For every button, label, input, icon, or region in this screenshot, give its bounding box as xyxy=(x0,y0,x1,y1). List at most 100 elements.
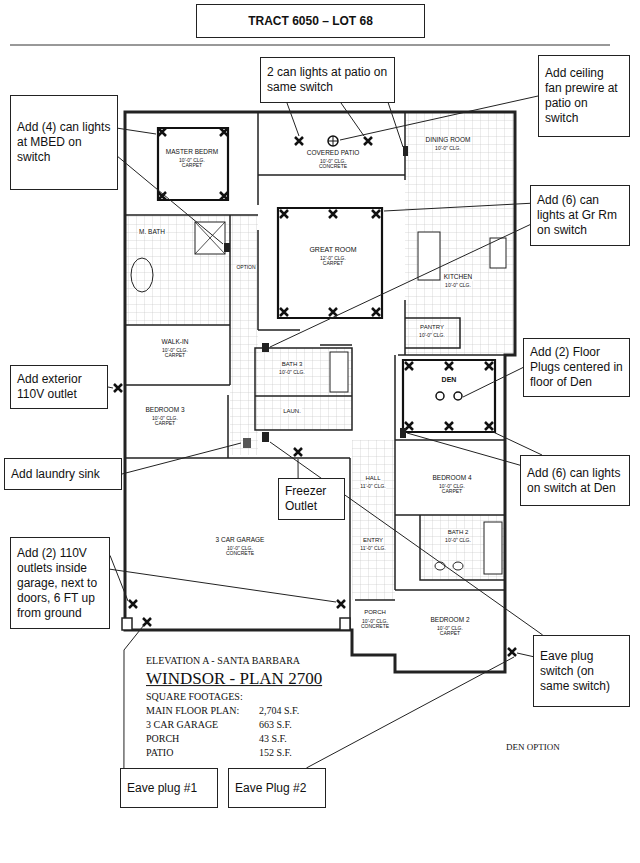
plan-label: BATH 2 xyxy=(447,529,470,535)
switch xyxy=(400,428,406,438)
ceiling-fan xyxy=(328,136,338,146)
plan-label: BEDROOM 2 xyxy=(429,617,470,624)
tile-floor xyxy=(420,515,505,580)
switch xyxy=(262,432,269,442)
leader-line xyxy=(122,443,241,474)
callout-text: Freezer Outlet xyxy=(285,484,338,514)
callout-text: Add (6) can lights on switch at Den xyxy=(527,466,623,496)
callout-text: Add (2) 110V outlets inside garage, next… xyxy=(17,546,103,621)
ceiling-fan-mark xyxy=(328,136,338,146)
plan-label: 663 S.F. xyxy=(258,720,293,731)
callout-text: Eave plug #1 xyxy=(127,781,211,796)
callout-box: Eave Plug #2 xyxy=(228,768,326,808)
tile-floor xyxy=(125,215,230,325)
plan-label: BEDROOM 3 xyxy=(144,407,185,414)
leader-line xyxy=(270,442,543,635)
plan-label: COVERED PATIO xyxy=(306,150,361,157)
leader-line xyxy=(388,103,403,147)
leader-line xyxy=(110,555,128,601)
plan-label: WALK-IN xyxy=(161,339,190,346)
tile-floor xyxy=(352,440,395,600)
plan-label: 2,704 S.F. xyxy=(258,706,300,717)
plan-label: HALL xyxy=(364,475,381,481)
leader-line xyxy=(384,203,530,211)
callout-box: Add (6) can lights at Gr Rm on switch xyxy=(530,185,630,246)
callout-box: Add (4) can lights at MBED on switch xyxy=(10,95,118,190)
callout-box: Freezer Outlet xyxy=(278,478,345,520)
leader-line xyxy=(270,225,530,347)
floor-plug xyxy=(436,392,444,400)
plan-label: DEN OPTION xyxy=(505,743,561,752)
plan-label: 10'-0" CLG. xyxy=(418,333,446,338)
bathtub xyxy=(330,352,348,392)
bathtub xyxy=(131,258,153,292)
leader-line xyxy=(491,431,542,455)
plan-label: DINING ROOM xyxy=(425,137,472,144)
tile-floor xyxy=(255,348,352,430)
callout-box: Add exterior 110V outlet xyxy=(10,365,108,409)
plan-label: 10'-0" CLG. CARPET xyxy=(176,158,208,169)
plan-label: 10'-0" CLG. CONCRETE xyxy=(220,546,260,557)
leader-line xyxy=(108,387,113,388)
title-text: TRACT 6050 – LOT 68 xyxy=(248,14,373,28)
callout-text: Add exterior 110V outlet xyxy=(17,372,101,402)
leader-line xyxy=(287,103,299,136)
leader-line xyxy=(517,653,533,657)
switch xyxy=(403,146,408,156)
plan-label: 10'-0" CLG. CONCRETE xyxy=(358,619,392,630)
plan-label: 11'-0" CLG. xyxy=(359,546,386,551)
plan-label: SQUARE FOOTAGES: xyxy=(145,692,244,703)
leader-line xyxy=(124,625,144,768)
plan-label: 10'-0" CLG. CARPET xyxy=(149,416,181,427)
plan-label: MASTER BEDRM xyxy=(165,149,219,156)
plan-label: 10'-0" CLG. CARPET xyxy=(159,348,191,359)
plan-label: BATH 3 xyxy=(281,361,304,367)
sink xyxy=(453,562,463,570)
plan-label: BEDROOM 4 xyxy=(431,475,472,482)
plan-label: 152 S.F. xyxy=(258,748,293,759)
plan-label: LAUN. xyxy=(282,408,302,414)
leader-line xyxy=(306,657,514,768)
leader-line xyxy=(118,128,156,134)
callout-box: 2 can lights at patio on same switch xyxy=(260,57,395,103)
plan-label: PORCH xyxy=(145,734,180,745)
plan-label: 10'-0" CLG. CONCRETE xyxy=(313,159,353,170)
laundry-sink xyxy=(243,438,251,448)
garage-post xyxy=(340,618,350,630)
callout-text: Add (4) can lights at MBED on switch xyxy=(17,120,111,165)
callout-box: Add ceiling fan prewire at patio on swit… xyxy=(538,55,630,137)
callout-box: Eave plug switch (on same switch) xyxy=(533,635,630,707)
plan-label: 3 CAR GARAGE xyxy=(145,720,219,731)
plan-label: DEN xyxy=(441,376,458,383)
shower-mark xyxy=(195,222,225,254)
plan-label: WINDSOR - PLAN 2700 xyxy=(145,670,323,688)
plan-label: GREAT ROOM xyxy=(308,246,357,253)
plan-label: 43 S.F. xyxy=(258,734,288,745)
plan-label: 12'-0" CLG. CARPET xyxy=(317,256,349,267)
leader-line xyxy=(118,157,223,244)
callout-box: Add (2) Floor Plugs centered in floor of… xyxy=(523,338,630,397)
title-box: TRACT 6050 – LOT 68 xyxy=(196,4,425,38)
switch xyxy=(262,343,269,352)
interior-wall xyxy=(125,112,505,630)
callout-box: Add (6) can lights on switch at Den xyxy=(520,455,630,506)
exterior-wall xyxy=(125,112,515,672)
shower xyxy=(195,222,225,254)
plan-label: 10'-0" CLG. xyxy=(444,283,472,288)
plan-label: 10'-0" CLG. xyxy=(434,146,462,151)
leader-line xyxy=(463,368,523,398)
callout-text: Add ceiling fan prewire at patio on swit… xyxy=(545,66,623,126)
callout-text: Add laundry sink xyxy=(11,467,115,482)
callout-text: Add (2) Floor Plugs centered in floor of… xyxy=(530,345,623,390)
kitchen-island xyxy=(418,232,440,280)
callout-text: Eave Plug #2 xyxy=(235,781,319,796)
callout-text: Eave plug switch (on same switch) xyxy=(540,649,623,694)
callout-text: 2 can lights at patio on same switch xyxy=(267,65,388,95)
plan-label: 10'-0" CLG. xyxy=(444,538,472,543)
tile-floor xyxy=(230,215,258,455)
switch xyxy=(224,243,230,252)
garage-post xyxy=(122,618,132,630)
plan-label: 10'-0" CLG. xyxy=(278,370,306,375)
callout-box: Eave plug #1 xyxy=(120,768,218,808)
bathtub xyxy=(484,522,502,574)
